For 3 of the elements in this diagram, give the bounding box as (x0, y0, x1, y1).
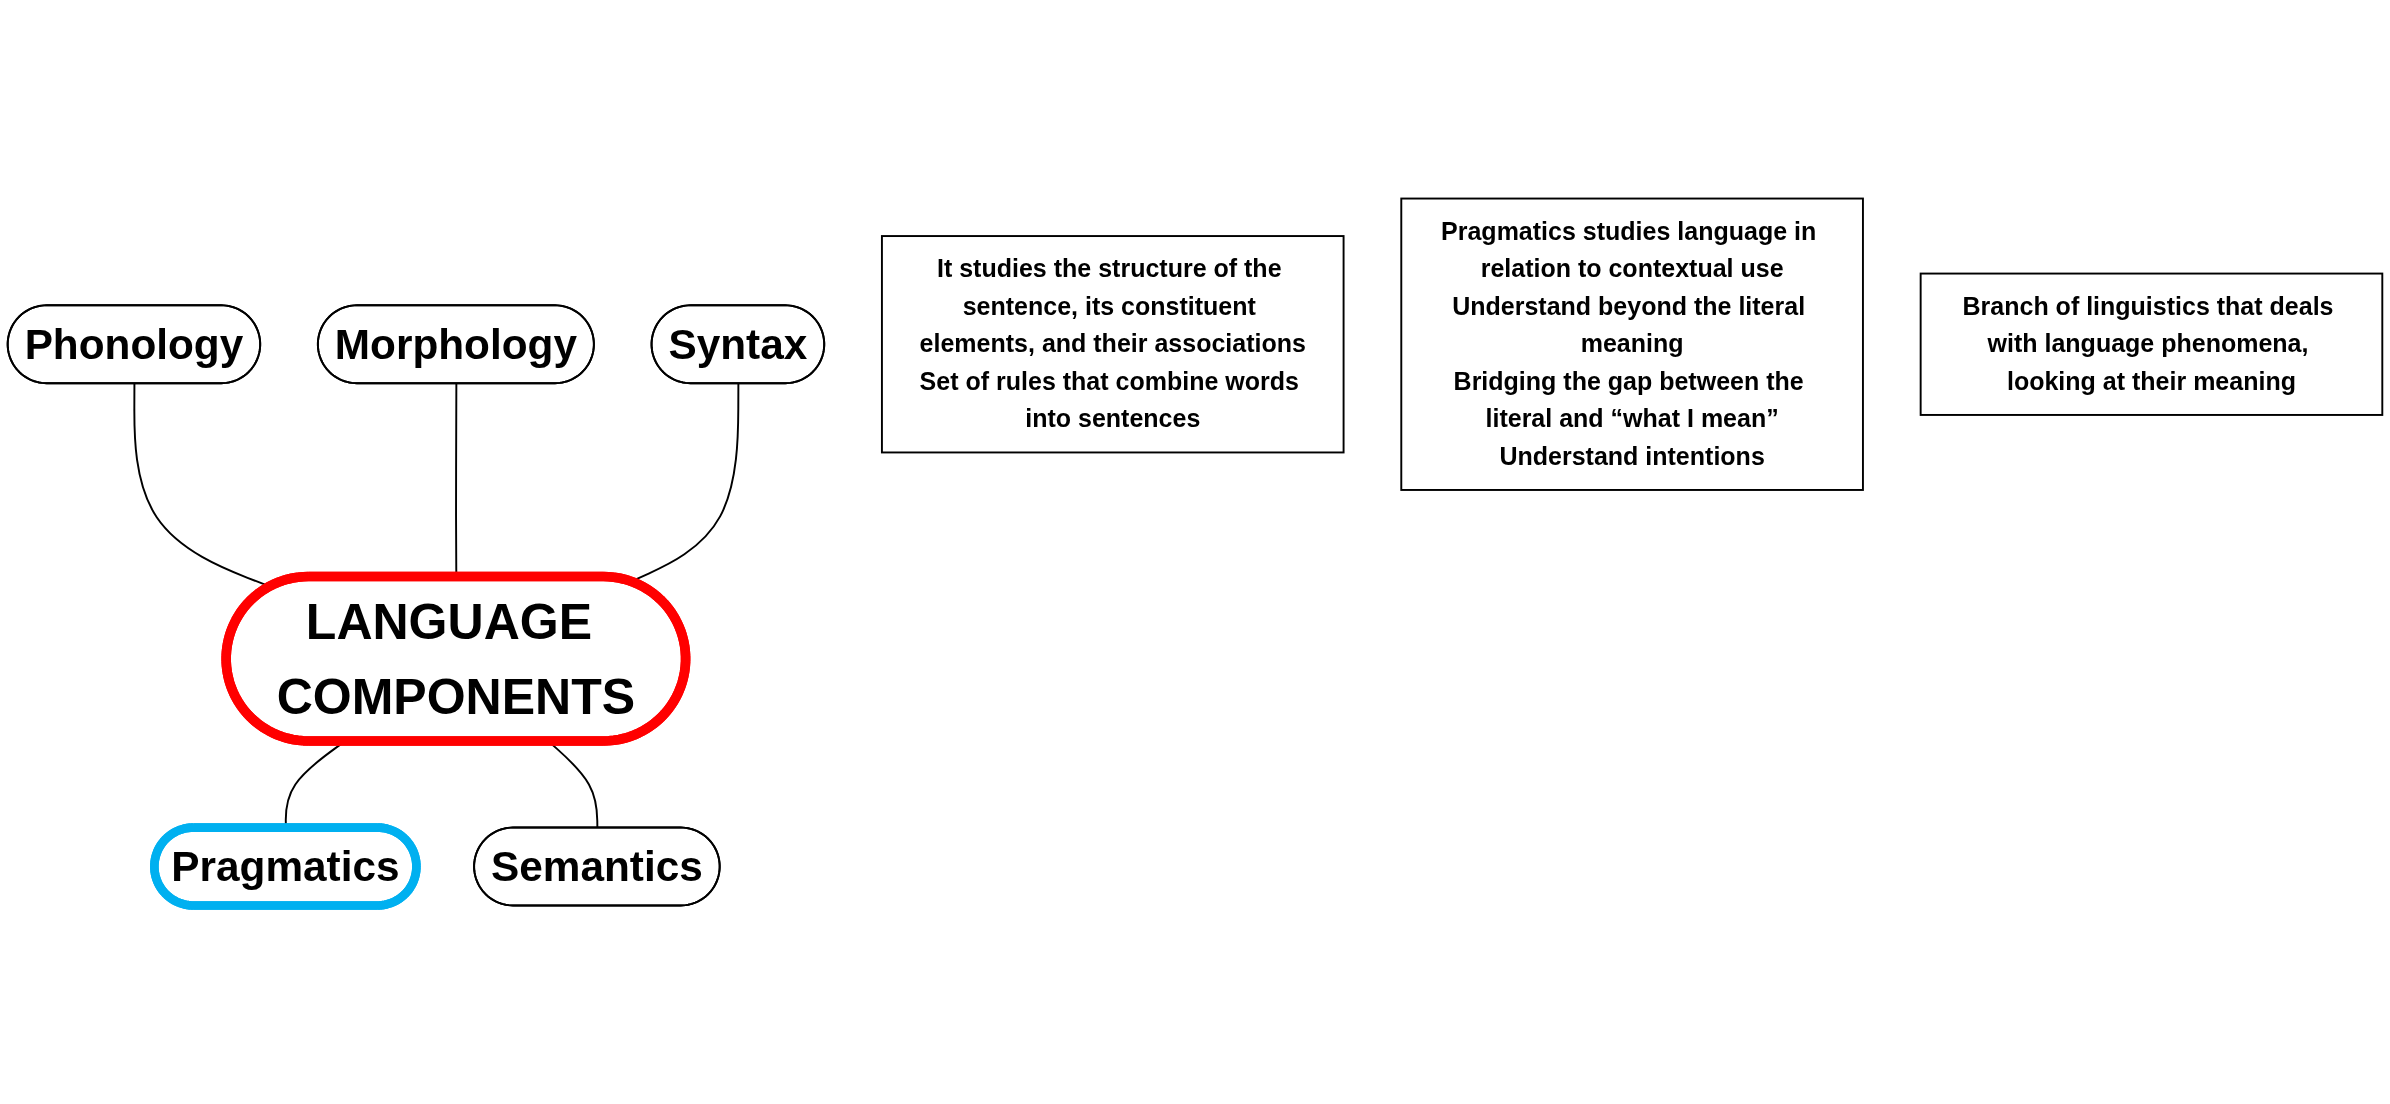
node-box: Pragmatics studies language in relation to contextual use Understand beyond the literal meaning Bridging the gap between the literal and “what I mean” Understand intentions (1400, 197, 1864, 491)
node-box: Branch of linguistics that deals with language phenomena, looking at their meaning (1919, 272, 2384, 416)
node-box: It studies the structure of the sentence, its constituent elements, and their associations Set of rules that combine words into sentences (880, 235, 1345, 454)
